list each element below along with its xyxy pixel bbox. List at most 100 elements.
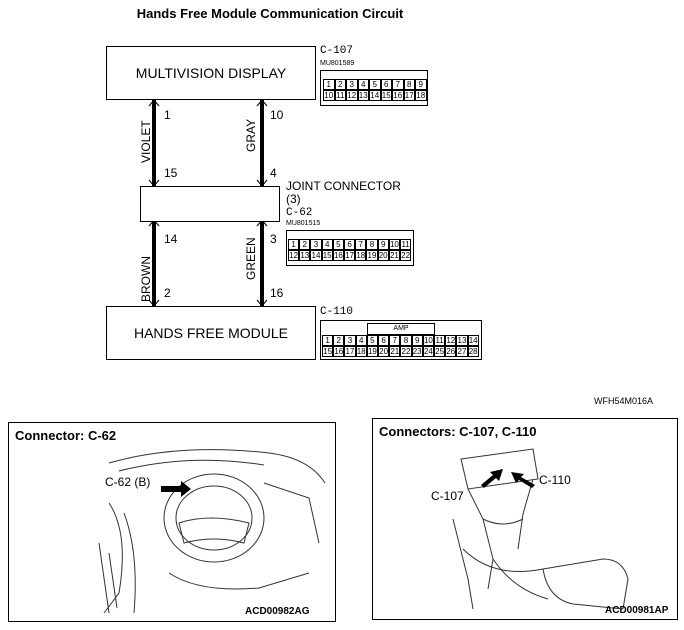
callout-c110: C-110 (539, 473, 571, 487)
connector-pin: 4 (321, 239, 333, 250)
connector-pin: 22 (400, 250, 412, 261)
connector-pin: 11 (434, 335, 446, 346)
joint-connector-box (140, 186, 280, 222)
connector-pin: 6 (380, 79, 392, 90)
connector-pin: 11 (400, 239, 412, 250)
connector-pin: 16 (333, 346, 345, 357)
pin-right-2: 4 (270, 166, 277, 180)
connector-pin: 1 (322, 335, 334, 346)
connector-pin: 28 (467, 346, 479, 357)
pin-right-1: 10 (270, 108, 284, 122)
connector-pin: 10 (323, 90, 335, 101)
connector-pin: 9 (411, 335, 423, 346)
connector-pin: 15 (322, 346, 334, 357)
connector-pin: 1 (288, 239, 300, 250)
pin-left-2: 15 (164, 166, 178, 180)
connector-pin: 7 (389, 335, 401, 346)
connector-pin: 20 (378, 346, 390, 357)
panel-right-title: Connectors: C-107, C-110 (379, 424, 537, 439)
connector-pin: 3 (346, 79, 358, 90)
multivision-display-box: MULTIVISION DISPLAY (106, 46, 316, 100)
connector-pin: 5 (369, 79, 381, 90)
callout-c107: C-107 (431, 489, 464, 503)
connector-pin: 21 (388, 250, 400, 261)
pin-left-1: 1 (164, 108, 171, 122)
wire-label-brown: BROWN (139, 256, 153, 302)
connector-pin: 9 (377, 239, 389, 250)
connector-pin: 10 (422, 335, 434, 346)
panel-connectors-c107-c110: Connectors: C-107, C-110 C-107 C-110 ACD… (372, 418, 678, 620)
connector-pin: 16 (332, 250, 344, 261)
connector-pin: 18 (415, 90, 427, 101)
connector-pin: 13 (456, 335, 468, 346)
connector-c110-amp-label: AMP (367, 323, 435, 335)
wire-label-green: GREEN (244, 237, 258, 280)
connector-c62-name: C-62 (286, 207, 313, 219)
connector-pin: 17 (403, 90, 415, 101)
connector-pin: 3 (310, 239, 322, 250)
diagram-title: Hands Free Module Communication Circuit (136, 6, 404, 21)
connector-pin: 7 (392, 79, 404, 90)
joint-connector-label: JOINT CONNECTOR (3) (286, 179, 401, 206)
connector-pin: 4 (357, 79, 369, 90)
connector-pin: 24 (422, 346, 434, 357)
console-illustration-right (452, 448, 629, 610)
connector-pin: 2 (299, 239, 311, 250)
callout-arrow-c110 (511, 472, 535, 488)
connector-pin: 23 (411, 346, 423, 357)
connector-pin: 9 (415, 79, 427, 90)
panel-connector-c62: Connector: C-62 C-62 (B) ACD00982AG (8, 422, 336, 622)
connector-pin: 2 (333, 335, 345, 346)
connector-pin: 8 (403, 79, 415, 90)
connector-pin: 27 (456, 346, 468, 357)
pin-right-4: 16 (270, 286, 284, 300)
connector-pin: 14 (369, 90, 381, 101)
connector-c107-name: C-107 (320, 45, 354, 57)
connector-pin: 5 (332, 239, 344, 250)
figure-code: WFH54M016A (594, 396, 654, 406)
connector-pin: 22 (400, 346, 412, 357)
connector-pin: 19 (366, 346, 378, 357)
connector-pin: 18 (355, 250, 367, 261)
connector-pin: 5 (366, 335, 378, 346)
connector-pin: 19 (366, 250, 378, 261)
connector-pin: 3 (344, 335, 356, 346)
connector-pin: 7 (355, 239, 367, 250)
callout-arrow-c107 (481, 469, 503, 488)
connector-pin: 12 (445, 335, 457, 346)
connector-pin: 12 (288, 250, 300, 261)
connector-pin: 20 (377, 250, 389, 261)
pin-left-3: 14 (164, 232, 178, 246)
pin-right-3: 3 (270, 232, 277, 246)
wire-label-gray: GRAY (244, 118, 258, 152)
connector-pin: 4 (355, 335, 367, 346)
wire-label-violet: VIOLET (139, 120, 153, 163)
connector-pin: 1 (323, 79, 335, 90)
connector-pin: 18 (355, 346, 367, 357)
connector-c107-part: MU801589 (320, 60, 355, 67)
connector-pin: 14 (310, 250, 322, 261)
hands-free-module-box: HANDS FREE MODULE (106, 306, 316, 360)
connector-pin: 15 (321, 250, 333, 261)
connector-pin: 11 (334, 90, 346, 101)
connector-pin: 21 (389, 346, 401, 357)
pin-left-4: 2 (164, 286, 171, 300)
connector-pin: 15 (380, 90, 392, 101)
connector-pin: 16 (392, 90, 404, 101)
callout-arrow-c62 (161, 481, 191, 497)
connector-pin: 12 (346, 90, 358, 101)
connector-pin: 17 (344, 346, 356, 357)
connector-pin: 10 (388, 239, 400, 250)
connector-pin: 2 (334, 79, 346, 90)
connector-pin: 6 (344, 239, 356, 250)
panel-right-code: ACD00981AP (605, 605, 669, 616)
panel-left-title: Connector: C-62 (15, 428, 117, 443)
connector-pin: 14 (467, 335, 479, 346)
dashboard-illustration-left (98, 449, 326, 614)
connector-pin: 13 (357, 90, 369, 101)
connector-c62-part: MU801515 (286, 220, 321, 227)
connector-pin: 8 (366, 239, 378, 250)
